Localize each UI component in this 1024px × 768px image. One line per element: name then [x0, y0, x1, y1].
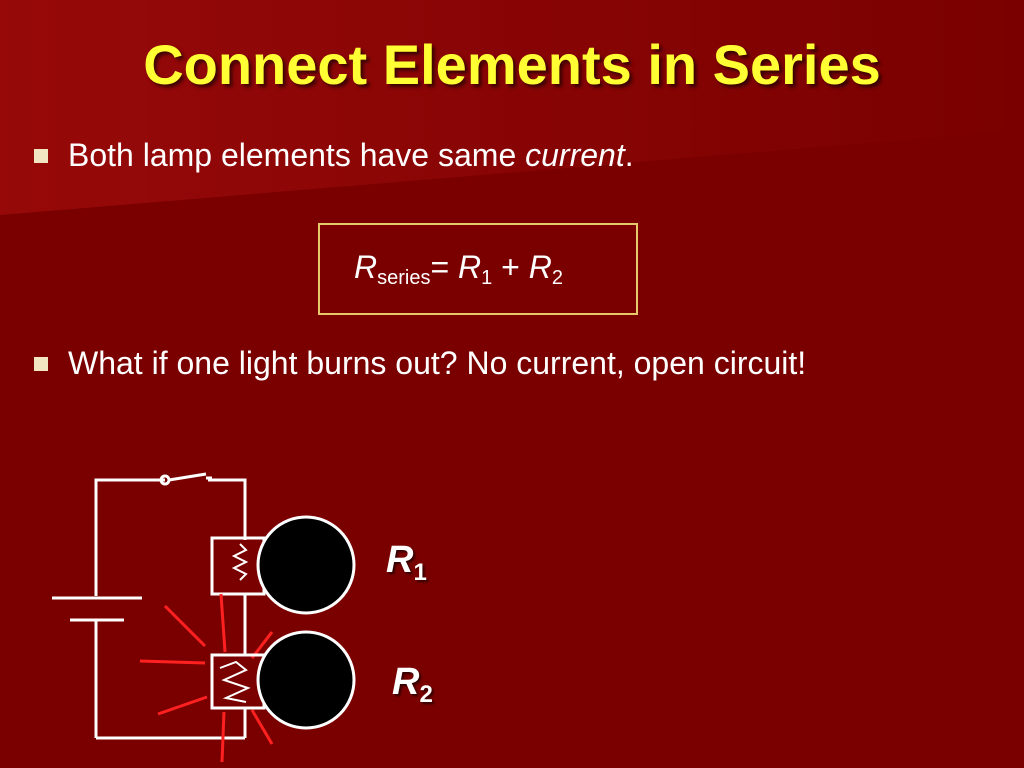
wire-top	[94, 478, 165, 596]
bullet-mark-icon	[34, 357, 48, 371]
lamp-1	[210, 515, 356, 615]
bullet-2-text: What if one light burns out? No current,…	[68, 345, 807, 381]
bullet-2: What if one light burns out? No current,…	[34, 340, 914, 386]
switch-icon	[159, 472, 212, 486]
lamp-2	[210, 630, 356, 730]
lamp-icon	[256, 630, 356, 730]
r1-label: R1	[386, 539, 427, 586]
bullet-mark-icon	[34, 149, 48, 163]
slide-title: Connect Elements in Series	[143, 33, 881, 96]
burst-icon	[139, 593, 274, 763]
resistor-icon	[219, 660, 251, 703]
r2-label: R2	[392, 661, 433, 708]
bullet-1-text: Both lamp elements have same current.	[68, 137, 634, 173]
series-resistance-formula: Rseries= R1 + R2	[354, 249, 563, 289]
battery-icon	[52, 596, 142, 622]
wire-top-right	[208, 478, 247, 540]
bullet-1: Both lamp elements have same current.	[34, 132, 834, 178]
resistor-icon	[231, 543, 249, 581]
lamp-icon	[256, 515, 356, 615]
formula-box: Rseries= R1 + R2	[318, 223, 638, 315]
